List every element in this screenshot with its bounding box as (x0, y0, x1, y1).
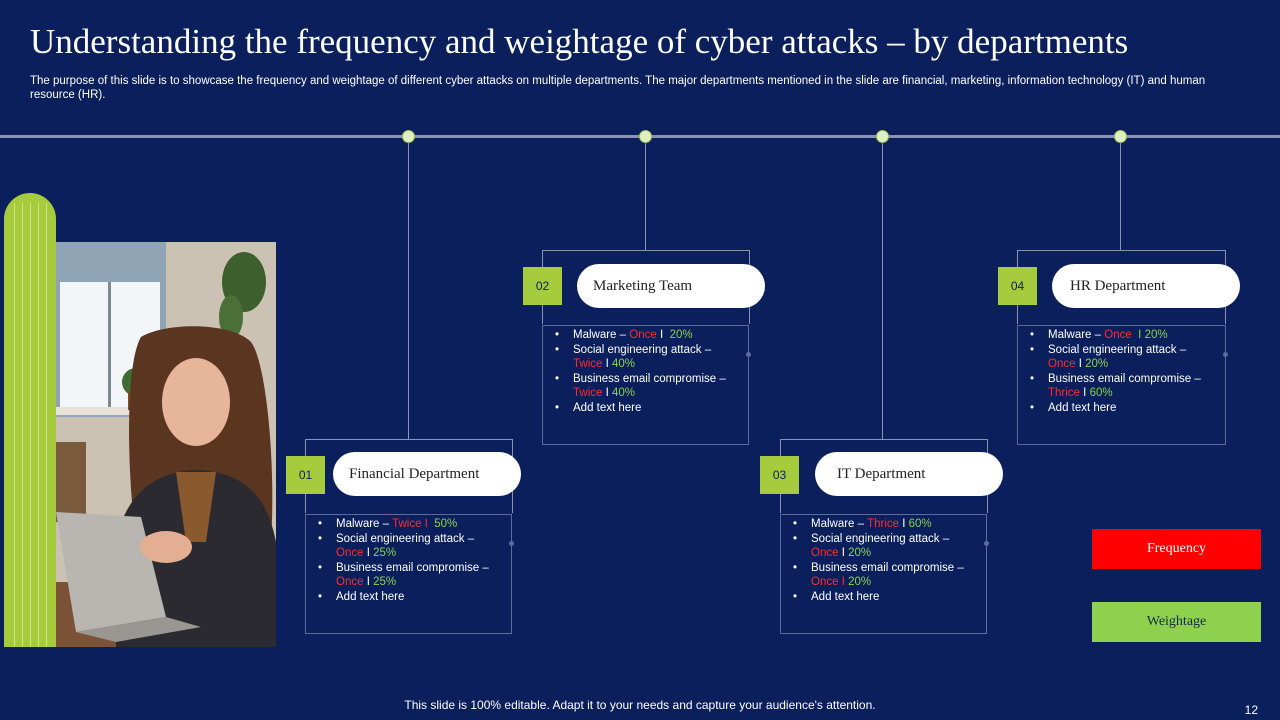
connector-line (1120, 142, 1121, 250)
department-title-pill: HR Department (1052, 264, 1240, 308)
attack-item: Social engineering attack –Twice I 40% (543, 343, 748, 372)
legend-weightage: Weightage (1092, 602, 1261, 642)
add-text-item: Add text here (543, 401, 748, 416)
connector-line (408, 142, 409, 439)
decorative-pillar (4, 193, 56, 647)
attack-item: Social engineering attack –Once I 20% (781, 532, 986, 561)
department-number-badge: 03 (760, 456, 799, 494)
add-text-item: Add text here (1018, 401, 1225, 416)
page-number: 12 (1244, 703, 1258, 717)
add-text-item: Add text here (781, 590, 986, 605)
attack-item: Malware – Once I 20% (1018, 328, 1225, 343)
slide-subtitle: The purpose of this slide is to showcase… (30, 75, 1206, 101)
slide-title: Understanding the frequency and weightag… (30, 22, 1129, 61)
attack-item: Social engineering attack –Once I 25% (306, 532, 511, 561)
department-card-hr: Malware – Once I 20% Social engineering … (1017, 325, 1228, 445)
attack-item: Business email compromise –Thrice I 60% (1018, 372, 1225, 401)
connector-line (882, 142, 883, 439)
department-card-marketing: Malware – Once I 20% Social engineering … (542, 325, 751, 445)
slide-footer: This slide is 100% editable. Adapt it to… (404, 698, 876, 712)
department-title-pill: IT Department (815, 452, 1003, 496)
department-title-pill: Marketing Team (577, 264, 765, 308)
attack-item: Malware – Once I 20% (543, 328, 748, 343)
attack-item: Malware – Twice I 50% (306, 517, 511, 532)
legend-frequency: Frequency (1092, 529, 1261, 569)
department-number-badge: 01 (286, 456, 325, 494)
connector-line (645, 142, 646, 250)
department-card-financial: Malware – Twice I 50% Social engineering… (305, 514, 514, 634)
attack-item: Business email compromise –Once I 20% (781, 561, 986, 590)
attack-item: Business email compromise –Twice I 40% (543, 372, 748, 401)
department-number-badge: 04 (998, 267, 1037, 305)
attack-item: Malware – Thrice I 60% (781, 517, 986, 532)
department-number-badge: 02 (523, 267, 562, 305)
attack-item: Social engineering attack –Once I 20% (1018, 343, 1225, 372)
woman-at-laptop-photo (56, 242, 276, 647)
department-title-pill: Financial Department (333, 452, 521, 496)
add-text-item: Add text here (306, 590, 511, 605)
attack-item: Business email compromise –Once I 25% (306, 561, 511, 590)
department-card-it: Malware – Thrice I 60% Social engineerin… (780, 514, 989, 634)
